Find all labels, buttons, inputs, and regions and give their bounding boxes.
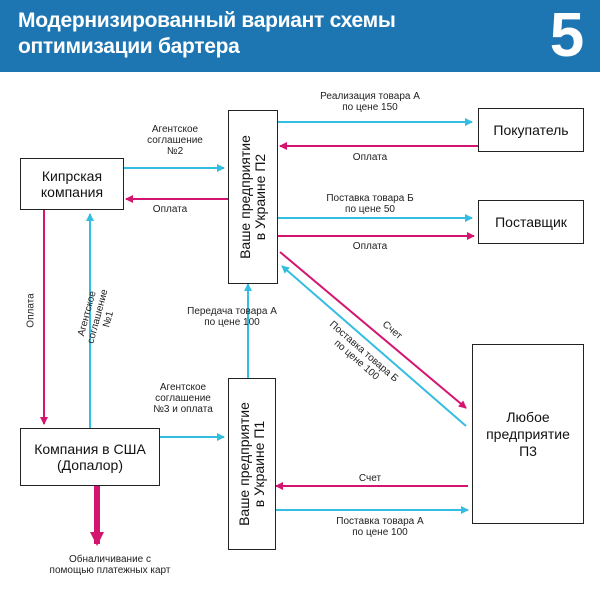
label-agency-3-line1: Агентское <box>159 382 207 393</box>
label-supply-b-50-line1: Поставка товара Б <box>326 193 414 204</box>
label-card-cash-line2: помощью платежных карт <box>49 565 171 576</box>
enterprise-p1-box: Ваше предприятие в Украине П1 <box>228 378 276 550</box>
supplier-box: Поставщик <box>478 200 584 244</box>
arrow-supply-b-100 <box>281 265 467 427</box>
label-payment-supplier: Оплата <box>352 241 388 252</box>
label-agency-3: Агентское соглашение №3 и оплата <box>128 382 238 415</box>
label-payment-vertical: Оплата <box>25 293 37 328</box>
label-payment-cyprus: Оплата <box>152 204 188 215</box>
title-line-1: Модернизированный вариант схемы <box>18 9 396 32</box>
label-agency-3-line3: №3 и оплата <box>153 404 213 415</box>
buyer-label: Покупатель <box>493 122 569 138</box>
label-supply-b-50-line2: по цене 50 <box>345 204 395 215</box>
label-card-cash: Обналичивание с помощью платежных карт <box>20 554 200 576</box>
label-transfer-a-line1: Передача товара А <box>187 306 277 317</box>
label-payment-buyer: Оплата <box>352 152 388 163</box>
cyprus-company-box: Кипрская компания <box>20 158 124 210</box>
enterprise-p1-label: Ваше предприятие в Украине П1 <box>236 402 267 526</box>
enterprise-p2-box: Ваше предприятие в Украине П2 <box>228 110 278 284</box>
label-sale-a-line1: Реализация товара А <box>320 91 420 102</box>
supplier-label: Поставщик <box>495 214 567 230</box>
diagram-title: Модернизированный вариант схемы оптимиза… <box>18 8 488 60</box>
label-agency-2-line3: №2 <box>166 146 184 157</box>
enterprise-p2-line1: Ваше предприятие <box>237 135 253 259</box>
label-sale-a-line2: по цене 150 <box>342 102 398 113</box>
label-transfer-a: Передача товара А по цене 100 <box>162 306 302 328</box>
usa-company-box: Компания в США (Допалор) <box>20 428 160 486</box>
enterprise-p3-line3: П3 <box>519 442 537 459</box>
label-card-cash-line1: Обналичивание с <box>68 554 152 565</box>
enterprise-p3-box: Любое предприятие П3 <box>472 344 584 524</box>
enterprise-p3-line1: Любое <box>506 408 550 425</box>
label-agency-2-line2: соглашение <box>147 135 203 146</box>
cyprus-company-line2: компания <box>40 184 104 200</box>
enterprise-p1-line2: в Украине П1 <box>251 420 267 508</box>
enterprise-p2-label: Ваше предприятие в Украине П2 <box>237 135 268 259</box>
usa-company-line1: Компания в США <box>34 441 146 457</box>
label-agency-3-line2: соглашение <box>155 393 211 404</box>
title-line-2: оптимизации бартера <box>18 35 240 58</box>
enterprise-p3-line2: предприятие <box>486 425 570 442</box>
label-agency-2: Агентское соглашение №2 <box>130 124 220 157</box>
label-supply-a-100-line2: по цене 100 <box>352 527 408 538</box>
label-agency-2-line1: Агентское <box>151 124 199 135</box>
buyer-box: Покупатель <box>478 108 584 152</box>
enterprise-p2-line2: в Украине П2 <box>252 153 268 241</box>
header-banner: Модернизированный вариант схемы оптимиза… <box>0 0 600 72</box>
label-invoice-bottom: Счет <box>358 473 382 484</box>
label-supply-a-100-line1: Поставка товара А <box>336 516 424 527</box>
arrow-invoice-diag <box>279 251 467 409</box>
scheme-number: 5 <box>549 1 585 70</box>
usa-company-line2: (Допалор) <box>56 457 123 473</box>
label-supply-a-100: Поставка товара А по цене 100 <box>310 516 450 538</box>
label-sale-a: Реализация товара А по цене 150 <box>300 91 440 113</box>
label-supply-b-50: Поставка товара Б по цене 50 <box>300 193 440 215</box>
enterprise-p1-line1: Ваше предприятие <box>236 402 252 526</box>
label-transfer-a-line2: по цене 100 <box>204 317 260 328</box>
cyprus-company-line1: Кипрская <box>41 168 103 184</box>
